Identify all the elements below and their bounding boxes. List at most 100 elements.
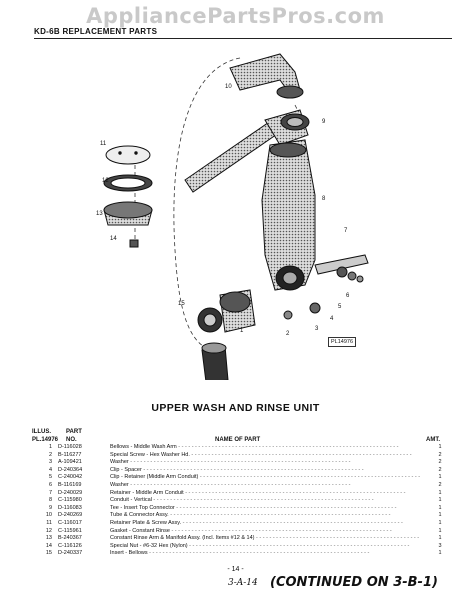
cell-illus: 7 — [48, 489, 52, 496]
table-row: 12 C-115961 Gasket - Constant Rinse 1 — [30, 528, 450, 536]
table-row: 13 B-240367 Constant Rinse Arm & Manifold … — [30, 535, 450, 543]
table-row: 6 B-116169 Washer 2 — [30, 482, 450, 490]
cell-part-no: D-240029 — [58, 489, 83, 496]
cell-name: Washer — [110, 459, 420, 467]
table-row: 9 D-116083 Tee - Insert Top Connector 1 — [30, 505, 450, 513]
cell-amt: 1 — [438, 519, 442, 526]
retainer-bar — [314, 254, 369, 283]
cell-illus: 8 — [48, 497, 52, 504]
callout-14: 14 — [110, 236, 117, 242]
callout-7: 7 — [344, 228, 348, 234]
cell-amt: 1 — [438, 535, 442, 542]
cell-illus: 3 — [48, 459, 52, 466]
cell-part-no: B-116169 — [58, 481, 82, 488]
diagram-tag: PL14976 — [328, 337, 357, 347]
exploded-parts-diagram: 10 9 8 7 6 5 4 3 2 1 11 12 13 14 15 — [96, 53, 369, 380]
cell-amt: 1 — [438, 474, 442, 481]
cell-part-no: C-115980 — [58, 497, 82, 504]
callout-2: 2 — [286, 331, 290, 337]
cell-part-no: D-240364 — [58, 466, 83, 473]
cell-illus: 15 — [45, 550, 52, 557]
cell-illus: 6 — [48, 481, 52, 488]
callout-8: 8 — [322, 196, 326, 202]
cell-amt: 1 — [438, 550, 442, 557]
cell-part-no: B-116277 — [58, 451, 82, 458]
header-amt: AMT. — [426, 437, 440, 443]
screw-washer — [283, 302, 321, 320]
callout-labels: 10 9 8 7 6 5 4 3 2 1 11 12 13 14 15 — [96, 84, 350, 337]
tube-connector — [229, 53, 304, 99]
cell-part-no: A-109421 — [58, 459, 82, 466]
table-row: 5 C-240042 Clip - Retainer (Middle Arm Con… — [30, 474, 450, 482]
cell-amt: 1 — [438, 504, 442, 511]
watermark: AppliancePartsPros.com — [86, 4, 385, 28]
cell-amt: 1 — [438, 444, 442, 450]
cell-part-no: D-240337 — [58, 550, 83, 557]
cell-amt: 1 — [438, 489, 442, 496]
cell-part-no: C-116126 — [58, 542, 82, 549]
cell-illus: 4 — [48, 466, 52, 473]
cell-name: Tee - Insert Top Connector — [110, 505, 420, 513]
cell-name: Special Screw - Hex Washer Hd. — [110, 452, 420, 460]
cell-name: Gasket - Constant Rinse — [110, 528, 420, 536]
cell-illus: 2 — [48, 451, 52, 458]
callout-1: 1 — [240, 328, 244, 334]
cell-part-no: C-116017 — [58, 519, 82, 526]
cell-name: Bellows - Middle Wash Arm — [110, 444, 420, 452]
cell-name: Washer — [110, 482, 420, 490]
callout-3: 3 — [315, 326, 319, 332]
cell-name: Clip - Spacer — [110, 467, 420, 475]
cell-illus: 9 — [48, 504, 52, 511]
page-header: KD-6B REPLACEMENT PARTS — [34, 27, 158, 36]
header-name: NAME OF PART — [215, 437, 261, 443]
cell-name: Clip - Retainer (Middle Arm Conduit) — [110, 474, 420, 482]
cell-amt: 1 — [438, 497, 442, 504]
cell-part-no: D-116028 — [58, 444, 82, 450]
cell-name: Constant Rinse Arm & Manifold Assy. (Inc… — [110, 535, 420, 543]
cell-name: Tube & Connector Assy. — [110, 512, 420, 520]
cell-illus: 14 — [45, 542, 52, 549]
table-row: 8 C-115980 Conduit - Vertical 1 — [30, 497, 450, 505]
cell-name: Conduit - Vertical — [110, 497, 420, 505]
page-number: - 14 - — [227, 566, 244, 573]
cell-part-no: D-116083 — [58, 504, 82, 511]
callout-4: 4 — [330, 316, 334, 322]
cell-amt: 1 — [438, 527, 442, 534]
table-row: 14 C-116126 Special Nut - #6-32 Hex (Nylon… — [30, 543, 450, 551]
cell-amt: 2 — [438, 481, 442, 488]
table-row: 2 B-116277 Special Screw - Hex Washer Hd. 2 — [30, 452, 450, 460]
table-row: 3 A-109421 Washer 2 — [30, 459, 450, 467]
bellows-parts — [197, 289, 256, 380]
table-row: 7 D-240029 Retainer - Middle Arm Conduit 1 — [30, 490, 450, 498]
cell-illus: 10 — [45, 512, 52, 519]
table-row: 1 D-116028 Bellows - Middle Wash Arm 1 — [30, 444, 450, 452]
header-rule — [34, 38, 452, 39]
cell-name: Retainer Plate & Screw Assy. — [110, 520, 420, 528]
wash-arm — [184, 109, 310, 193]
cell-illus: 12 — [45, 527, 52, 534]
vertical-conduit — [261, 139, 316, 291]
cell-illus: 5 — [48, 474, 52, 481]
cell-amt: 2 — [438, 459, 442, 466]
cell-part-no: B-240367 — [58, 535, 82, 542]
callout-5: 5 — [338, 304, 342, 310]
callout-15: 15 — [178, 301, 185, 307]
cell-part-no: C-115961 — [58, 527, 82, 534]
cell-name: Retainer - Middle Arm Conduit — [110, 490, 420, 498]
section-title: UPPER WASH AND RINSE UNIT — [151, 402, 320, 414]
cell-amt: 2 — [438, 451, 442, 458]
cell-illus: 1 — [48, 444, 52, 450]
callout-11: 11 — [100, 141, 107, 147]
callout-10: 10 — [225, 84, 232, 90]
cell-illus: 13 — [45, 535, 52, 542]
callout-12: 12 — [102, 178, 109, 184]
header-illus: ILLUS. PL.14976 — [32, 429, 59, 443]
cell-name: Special Nut - #6-32 Hex (Nylon) — [110, 543, 420, 551]
cell-part-no: C-240042 — [58, 474, 83, 481]
callout-13: 13 — [96, 211, 103, 217]
